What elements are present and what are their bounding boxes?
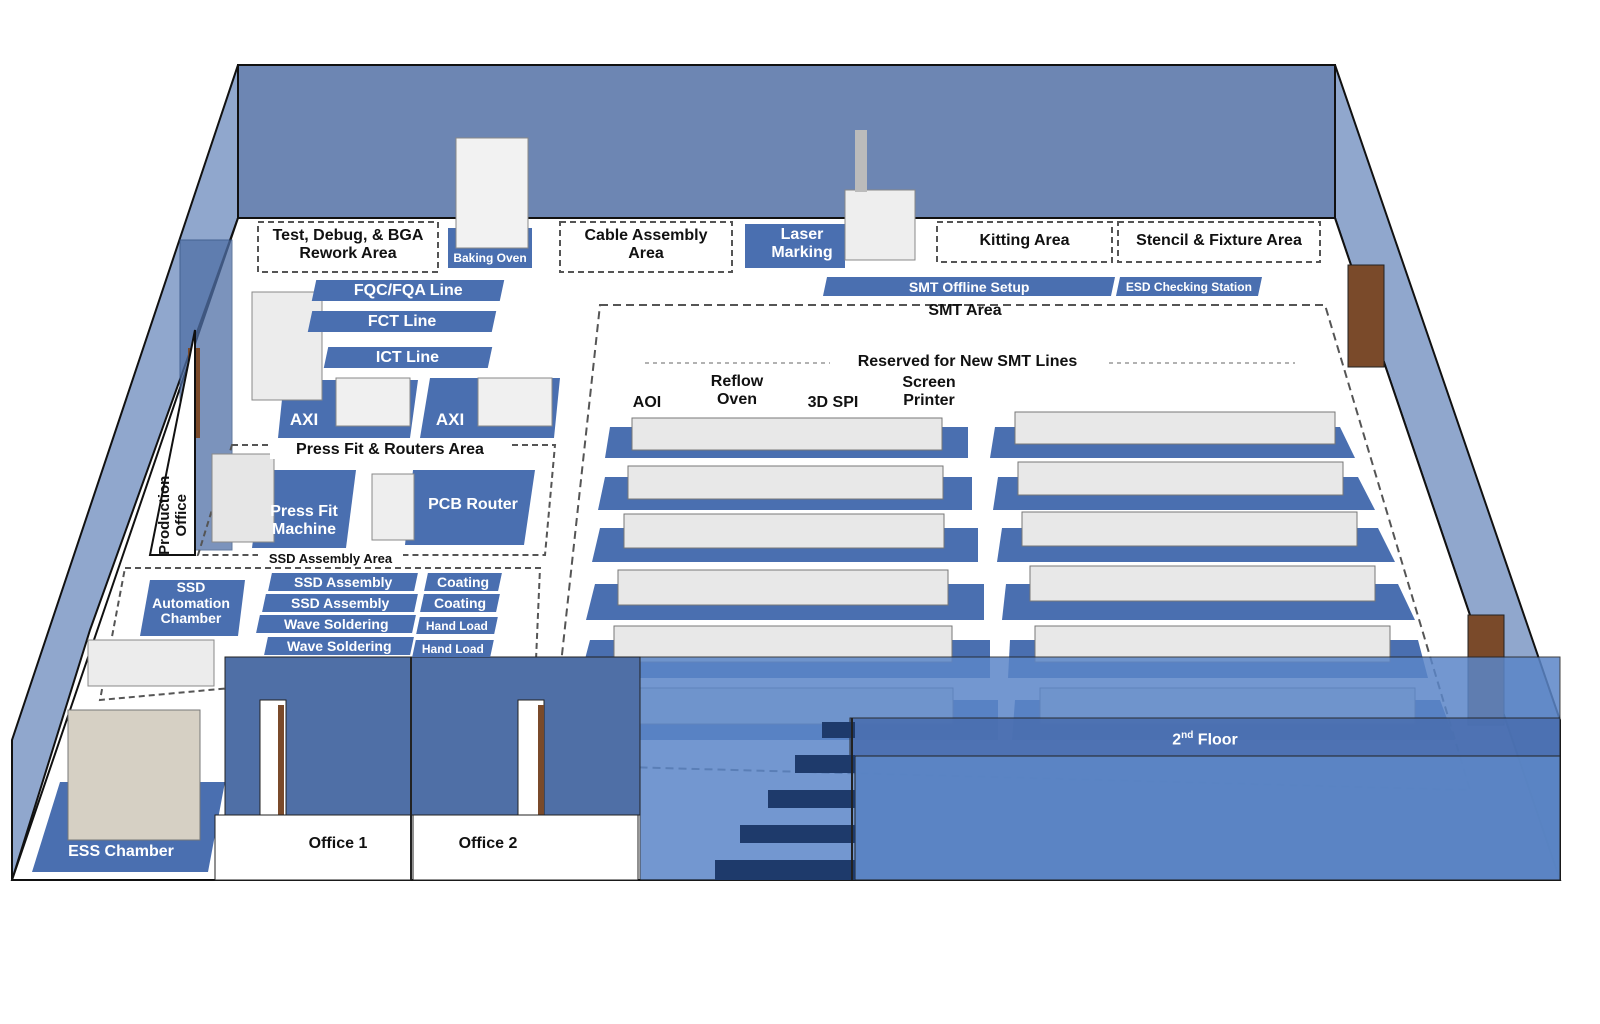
test-debug-label: Test, Debug, & BGA Rework Area [272, 227, 424, 263]
coating-2-label: Coating [433, 595, 487, 611]
wave-2-band: Wave Soldering [264, 637, 414, 655]
coating-1-label: Coating [436, 574, 490, 590]
second-floor-suffix: Floor [1193, 731, 1238, 749]
laser-arm [855, 130, 867, 192]
second-floor-lower [854, 755, 1561, 881]
right-door-1 [1347, 264, 1385, 368]
aoi-label: AOI [632, 394, 662, 411]
axi-1-label: AXI [289, 410, 319, 429]
ess-chamber-machine [67, 709, 201, 841]
ssd-assembly-2-label: SSD Assembly [290, 595, 390, 611]
axi-machine-1 [335, 377, 411, 427]
laser-marking-machine [844, 189, 916, 261]
test-debug-box [257, 221, 439, 273]
smt-machine-row [1029, 565, 1376, 602]
kitting-label: Kitting Area [979, 232, 1070, 249]
axi-2-label: AXI [435, 410, 465, 429]
smt-area-outline [548, 304, 1472, 792]
hand-load-1-band: Hand Load [416, 617, 498, 634]
smt-machine-row [617, 569, 949, 606]
ict-band: ICT Line [323, 347, 493, 368]
cable-assembly-label: Cable Assembly Area [584, 227, 708, 263]
office-block [224, 656, 641, 816]
smt-machine-row [1017, 461, 1344, 496]
smt-machine-row [623, 513, 945, 549]
fct-band: FCT Line [307, 311, 497, 332]
ess-chamber-label: ESS Chamber [68, 843, 174, 860]
coating-1-band: Coating [424, 573, 502, 591]
smt-machine-row [627, 465, 944, 500]
office-2-label: Office 2 [458, 835, 518, 852]
office-2-door [538, 705, 544, 855]
office-1-door [278, 705, 284, 855]
second-floor-label: 2nd Floor [1140, 730, 1270, 749]
wave-soldering-machine [87, 639, 215, 687]
reserved-label: Reserved for New SMT Lines [830, 353, 1105, 372]
office-1-label: Office 1 [308, 835, 368, 852]
baking-oven-machine [455, 137, 529, 249]
smt-machine-row [613, 625, 953, 663]
stair-step [715, 860, 855, 880]
coating-2-band: Coating [420, 594, 500, 612]
stair-step [768, 790, 855, 808]
pcb-router-machine-img [371, 473, 415, 541]
ssd-assembly-2-band: SSD Assembly [262, 594, 418, 612]
screen-printer-label: Screen Printer [902, 374, 956, 410]
reflow-label: Reflow Oven [710, 373, 764, 409]
second-floor-sup: nd [1181, 730, 1194, 741]
smt-machine-row [1021, 511, 1358, 547]
smt-area-label: SMT Area [928, 302, 1002, 319]
wave-2-label: Wave Soldering [286, 638, 392, 654]
office-1-floor [214, 814, 412, 881]
laser-marking-label: Laser Marking [771, 226, 833, 261]
hand-load-2-band: Hand Load [412, 640, 494, 657]
second-floor-number: 2 [1172, 731, 1182, 749]
spi-label: 3D SPI [807, 394, 859, 411]
ssd-assembly-1-label: SSD Assembly [293, 574, 393, 590]
hand-load-2-label: Hand Load [422, 641, 484, 656]
smt-machines [607, 411, 1416, 725]
office-2-floor [412, 814, 639, 881]
ssd-area-label: SSD Assembly Area [258, 551, 403, 567]
pcb-router-label: PCB Router [428, 496, 518, 513]
fqc-label: FQC/FQA Line [353, 281, 463, 299]
production-office-label: Production Office [155, 475, 190, 555]
esd-checking-label: ESD Checking Station [1125, 279, 1253, 294]
smt-offline-band: SMT Offline Setup [822, 277, 1116, 296]
ssd-chamber-zone [140, 580, 245, 636]
press-fit-machine-label: Press Fit Machine [270, 503, 338, 538]
kitting-box [936, 221, 1113, 263]
ssd-assembly-1-band: SSD Assembly [268, 573, 418, 591]
stencil-label: Stencil & Fixture Area [1136, 232, 1302, 249]
wave-1-band: Wave Soldering [256, 615, 416, 633]
axi-machine-2 [477, 377, 553, 427]
fct-label: FCT Line [367, 312, 437, 330]
stair-step [822, 722, 855, 738]
laser-marking-zone [745, 224, 845, 268]
press-fit-zone [252, 470, 356, 548]
smt-machine-row [1014, 411, 1336, 445]
hand-load-1-label: Hand Load [426, 618, 488, 633]
smt-offline-label: SMT Offline Setup [908, 278, 1030, 295]
press-fit-machine-img [211, 453, 275, 543]
stairs [715, 722, 855, 880]
baking-oven-label: Baking Oven [453, 251, 527, 265]
esd-checking-band: ESD Checking Station [1115, 277, 1263, 296]
pcb-router-zone [405, 470, 535, 545]
stair-step [740, 825, 855, 843]
stair-step [795, 755, 855, 773]
ict-machine [251, 291, 323, 401]
wave-1-label: Wave Soldering [283, 616, 389, 632]
stencil-box [1117, 221, 1321, 263]
smt-machine-row [631, 417, 943, 451]
ssd-chamber-label: SSD Automation Chamber [152, 579, 230, 627]
press-fit-area-label: Press Fit & Routers Area [270, 441, 510, 460]
cable-assembly-box [559, 221, 733, 273]
production-office-wall [148, 329, 196, 556]
ict-label: ICT Line [376, 348, 440, 366]
back-wall [237, 64, 1336, 219]
fqc-band: FQC/FQA Line [311, 280, 505, 301]
